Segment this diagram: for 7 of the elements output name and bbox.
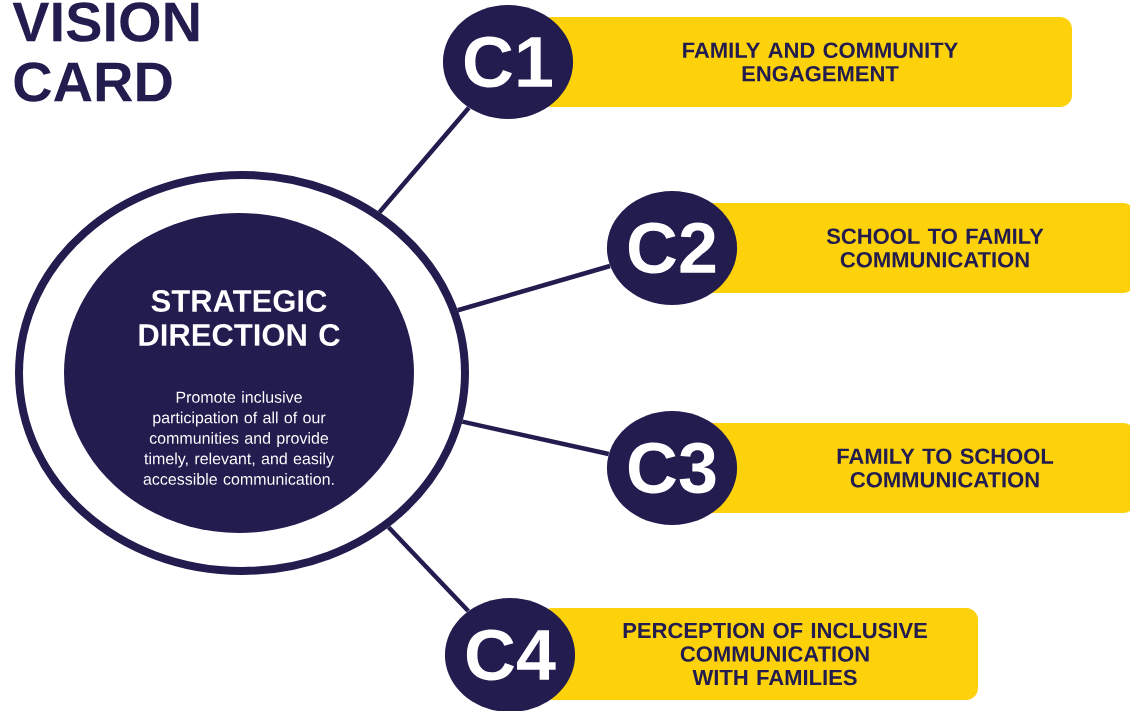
connector-line: [457, 263, 611, 313]
connector-line: [377, 106, 471, 214]
title: VISION CARD: [12, 2, 199, 102]
heading: STRATEGIC DIRECTION C: [139, 290, 340, 346]
description: Promote inclusive participation of all of our communities and provide timely, relevant, and easily accessible communication.: [143, 391, 334, 485]
connector-line: [461, 419, 610, 457]
connector-line: [386, 525, 470, 613]
